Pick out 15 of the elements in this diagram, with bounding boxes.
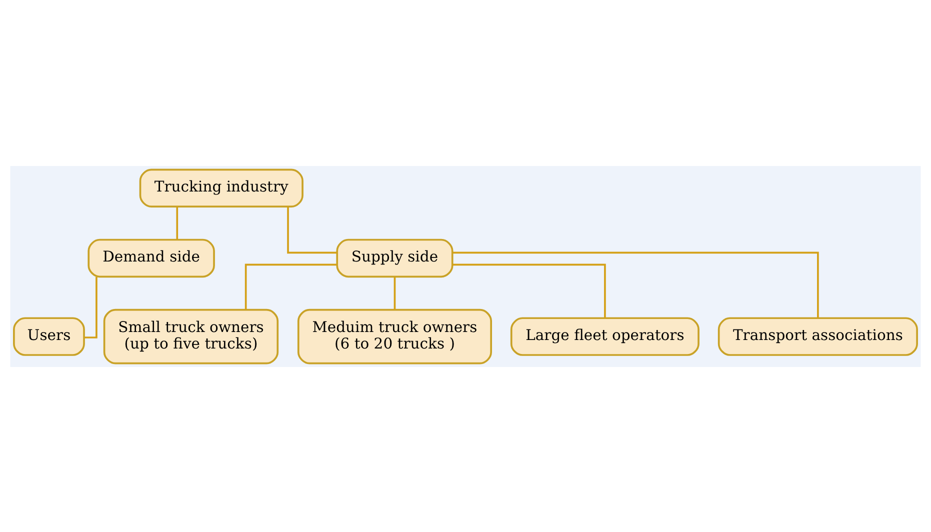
connector	[287, 206, 337, 254]
node-box: Transport associations	[718, 316, 918, 356]
connector	[452, 251, 819, 318]
node-box: Users	[13, 316, 85, 356]
connector	[452, 263, 606, 318]
node-box: Small truck owners (up to five trucks)	[103, 308, 279, 364]
connector	[176, 206, 178, 240]
node-box: Demand side	[88, 238, 215, 278]
node-box: Trucking industry	[139, 168, 304, 207]
node-box: Meduim truck owners (6 to 20 trucks )	[297, 308, 492, 364]
connector	[84, 276, 98, 338]
node-box: Supply side	[336, 238, 454, 278]
node-box: Large fleet operators	[510, 316, 700, 356]
connector	[244, 263, 337, 310]
connector	[394, 276, 396, 310]
